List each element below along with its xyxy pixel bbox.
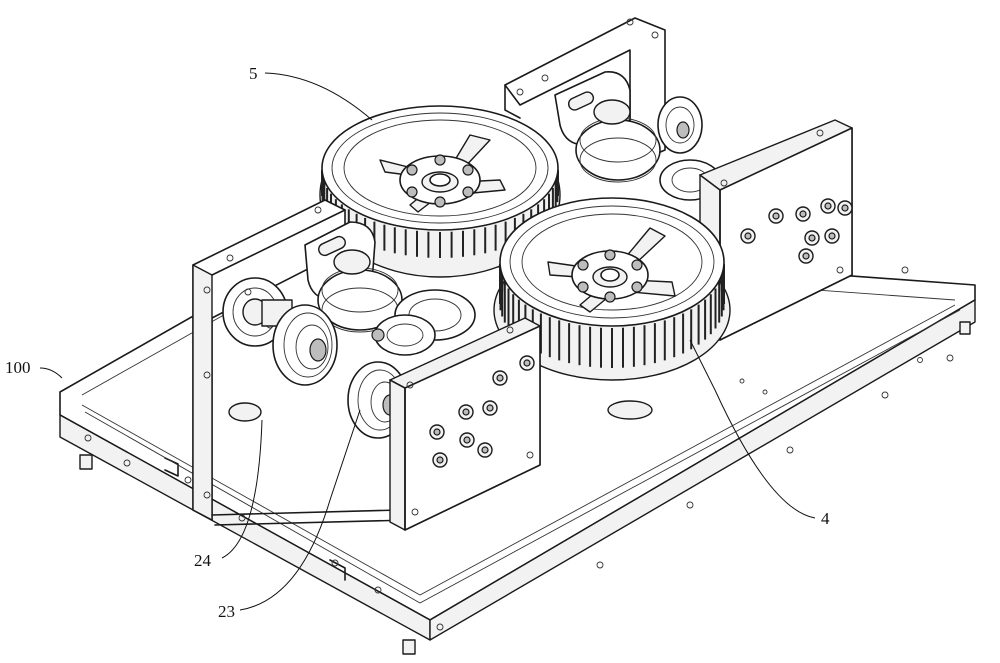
- callout-24: 24: [194, 551, 212, 570]
- callout-23: 23: [218, 602, 235, 621]
- callout-5: 5: [249, 64, 258, 83]
- callout-4: 4: [821, 509, 830, 528]
- callout-100: 100: [5, 358, 31, 377]
